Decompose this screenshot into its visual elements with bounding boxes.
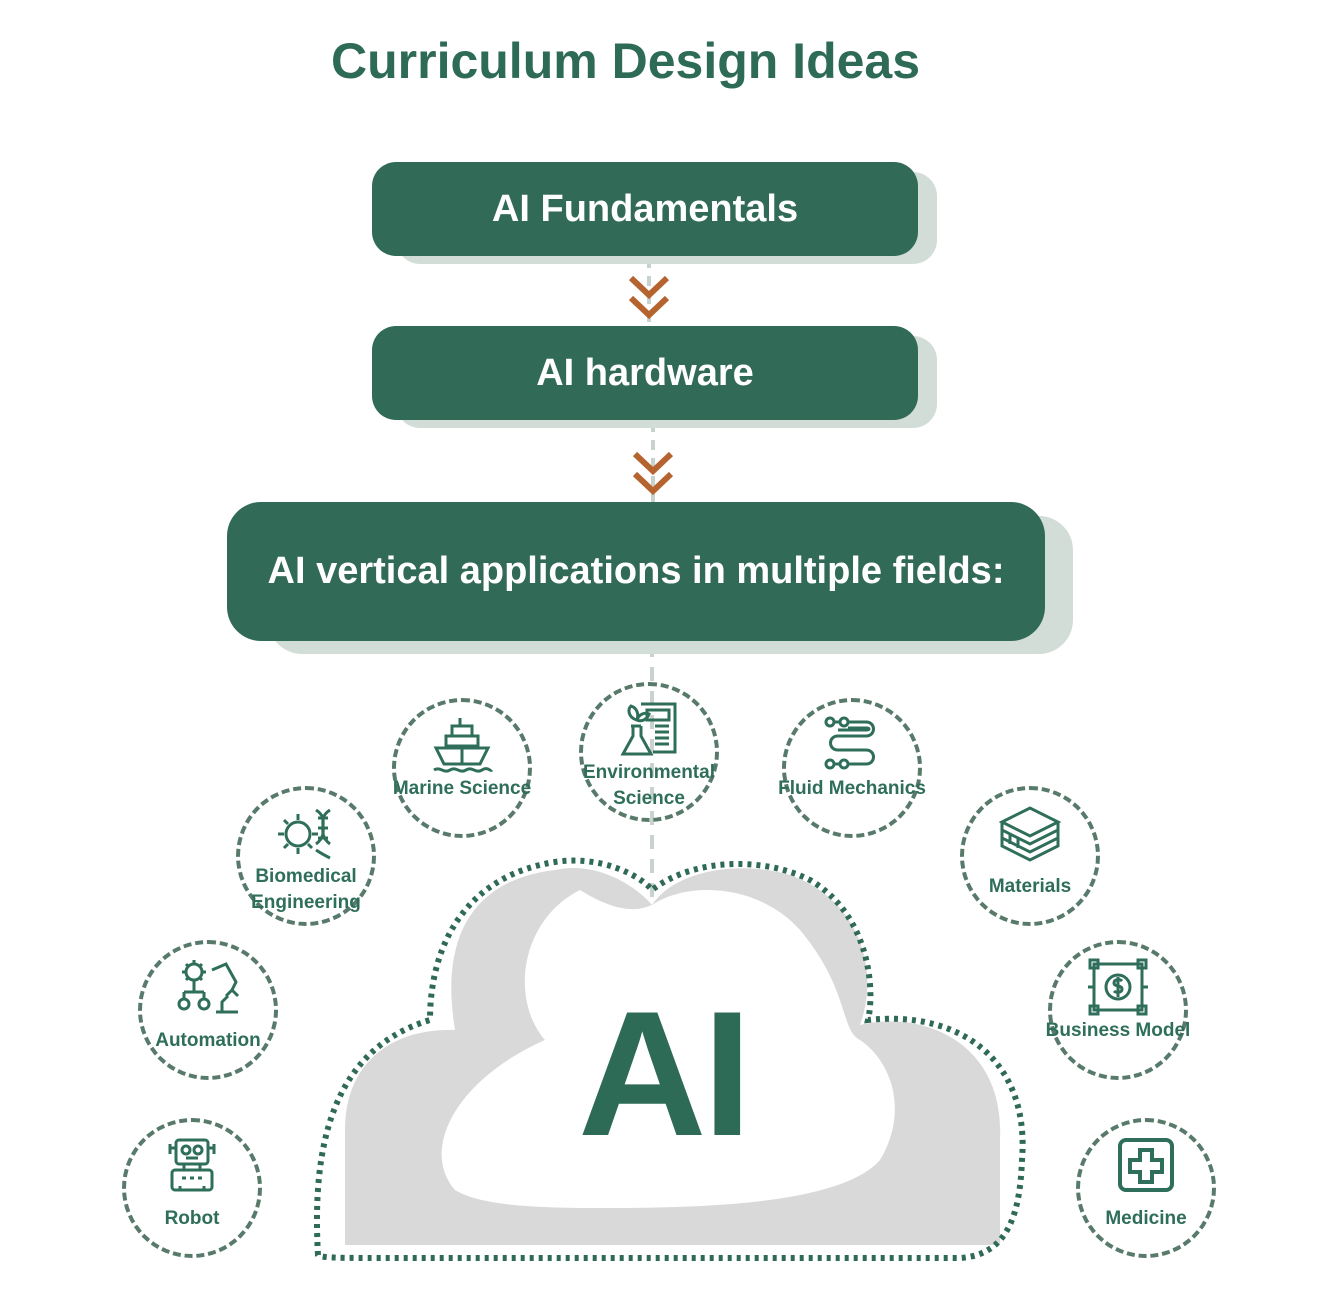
field-label: Biomedical Engineering	[251, 866, 361, 913]
field-robot: Robot	[122, 1118, 262, 1258]
dna-gear-icon	[278, 808, 332, 860]
field-medicine: Medicine	[1076, 1118, 1216, 1258]
cloud-shape	[313, 857, 1026, 1261]
field-label: Medicine	[1105, 1208, 1187, 1229]
page-title: Curriculum Design Ideas	[331, 33, 921, 89]
field-label: Environmental Science	[583, 762, 715, 809]
step-ai-fundamentals: AI Fundamentals	[372, 162, 918, 256]
field-business-model: Business Model	[1046, 940, 1190, 1080]
dollar-network-icon	[1088, 958, 1148, 1016]
field-label: Materials	[988, 876, 1072, 897]
ship-icon	[433, 718, 494, 773]
field-label: Automation	[155, 1030, 261, 1051]
field-automation: Automation	[138, 940, 278, 1080]
field-materials: Materials	[960, 786, 1100, 926]
robot-icon	[168, 1138, 216, 1192]
field-biomedical-engineering: Biomedical Engineering	[236, 786, 376, 926]
step-ai-hardware: AI hardware	[372, 326, 918, 420]
material-layers-icon	[998, 806, 1062, 862]
flask-document-icon	[620, 702, 677, 756]
field-marine-science: Marine Science	[392, 698, 532, 838]
field-label: Business Model	[1045, 1020, 1191, 1041]
down-chevron-icon	[632, 451, 674, 496]
field-label: Robot	[164, 1208, 220, 1229]
step-ai-vertical-applications: AI vertical applications in multiple fie…	[227, 502, 1045, 641]
down-chevron-icon	[628, 275, 670, 320]
field-environmental-science: Environmental Science	[579, 682, 719, 822]
cloud-ai-label: AI	[578, 974, 752, 1173]
robotic-arm-icon	[177, 960, 240, 1014]
medical-cross-icon	[1118, 1138, 1174, 1192]
field-fluid-mechanics: Fluid Mechanics	[778, 698, 926, 838]
field-label: Marine Science	[392, 778, 532, 799]
field-label: Fluid Mechanics	[778, 778, 926, 799]
pipe-flow-icon	[824, 716, 875, 770]
